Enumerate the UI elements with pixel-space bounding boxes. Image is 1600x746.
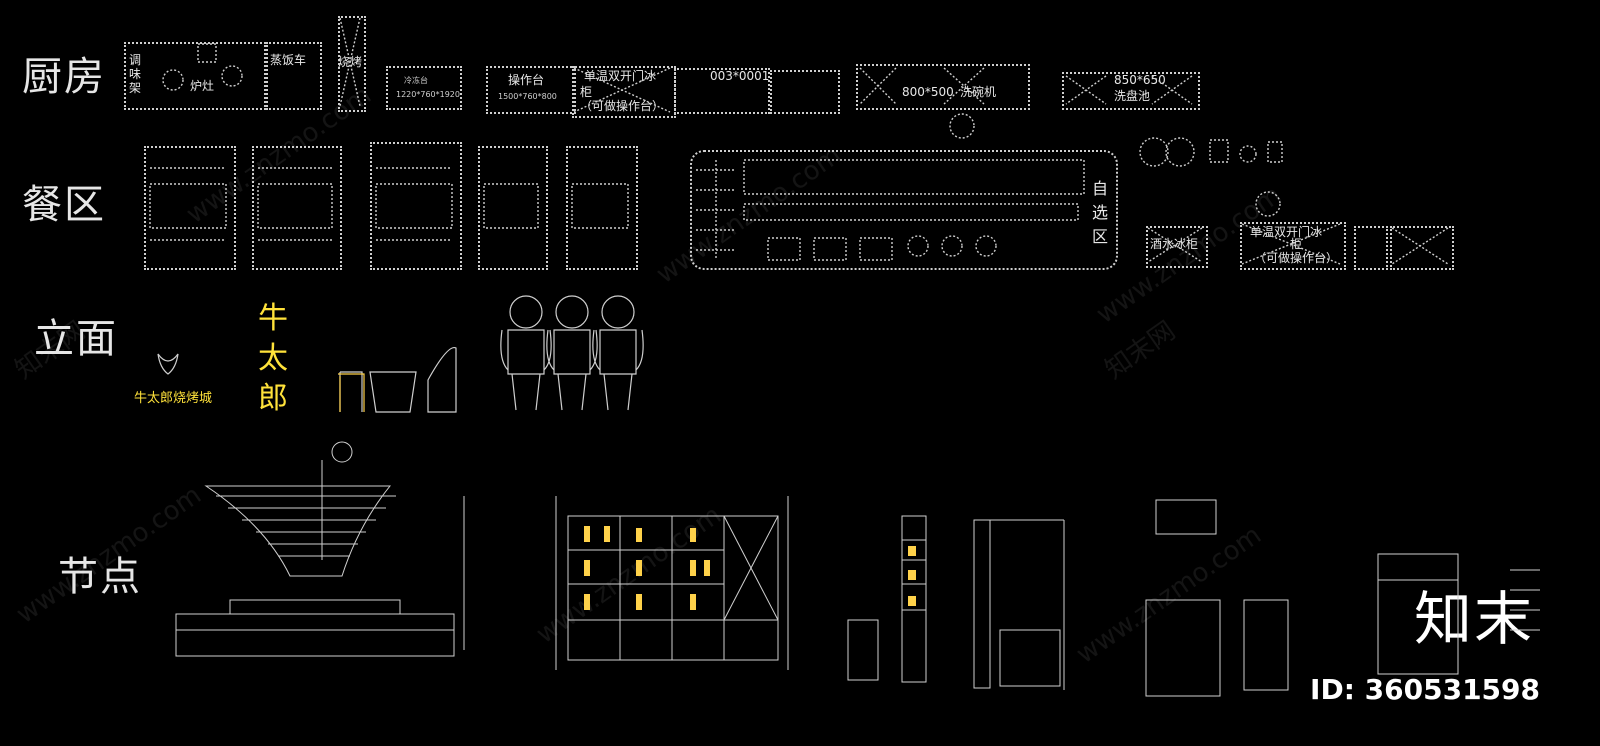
cold-table-block [386,66,462,110]
brand-char-2: 太 [258,341,288,376]
dishwasher-size: 800*500 [902,85,954,99]
brand-char-1: 牛 [258,301,288,336]
section-label-nodes: 节点 [58,554,142,600]
dining-table-set [370,142,462,270]
self-service-label-3: 区 [1092,227,1109,246]
self-service-label-2: 选 [1092,203,1109,222]
seasoning-rack-label: 调味架 [128,53,141,95]
brand-full-name: 牛太郎烧烤城 [134,391,213,406]
stove-label: 炉灶 [190,79,215,93]
dishwasher-block [856,64,1030,110]
dining-fridge-block [1240,222,1346,270]
unit-size-label: 003*0001 [710,69,770,83]
dining-table-set [252,146,342,270]
steam-cabinet-label: 蒸饭车 [270,53,307,67]
section-label-elevation: 立面 [34,316,118,362]
small-cabinet-block [1354,226,1388,270]
cold-table-size: 1220*760*1920 [396,90,460,99]
dining-table-set [478,146,548,270]
drinks-cabinet-label: 酒水冰柜 [1150,237,1199,251]
dining-table-set [566,146,638,270]
stove-burner-icon [162,69,184,91]
id-badge: ID: 360531598 [1310,673,1540,706]
seasoning-rack-block [124,42,266,110]
fridge-label-1: 单温双开门冰 [584,69,657,83]
unit-block [674,68,770,114]
cold-table-label: 冷冻台 [404,76,428,85]
dining-table-set [144,146,236,270]
work-table-label: 操作台 [508,73,545,87]
dining-fridge-label: 单温双开门冰 [1250,225,1323,239]
self-service-label-1: 自 [1092,179,1109,198]
steam-cabinet-block [266,42,322,110]
work-table-size: 1500*760*800 [498,92,557,101]
sink-label: 洗盘池 [1114,89,1151,103]
section-label-kitchen: 厨房 [22,54,106,100]
stove-grid-icon [197,43,217,63]
small-cabinet-block [1390,226,1454,270]
self-service-counter [690,150,1118,270]
brand-char-3: 郎 [258,381,288,416]
section-label-dining: 餐区 [22,182,106,228]
stove-burner-icon [221,65,243,87]
sink-block [1062,72,1200,110]
fridge-label-2: 柜 [580,85,593,99]
zhimo-logo: 知末 [1413,585,1534,653]
drinks-cabinet-block [1146,226,1208,268]
grill-block [338,16,366,112]
fridge-label-3: （可做操作台） [580,99,665,113]
unit-block-2 [770,70,840,114]
dishwasher-label: 洗碗机 [960,85,997,99]
work-table-block [486,66,576,114]
